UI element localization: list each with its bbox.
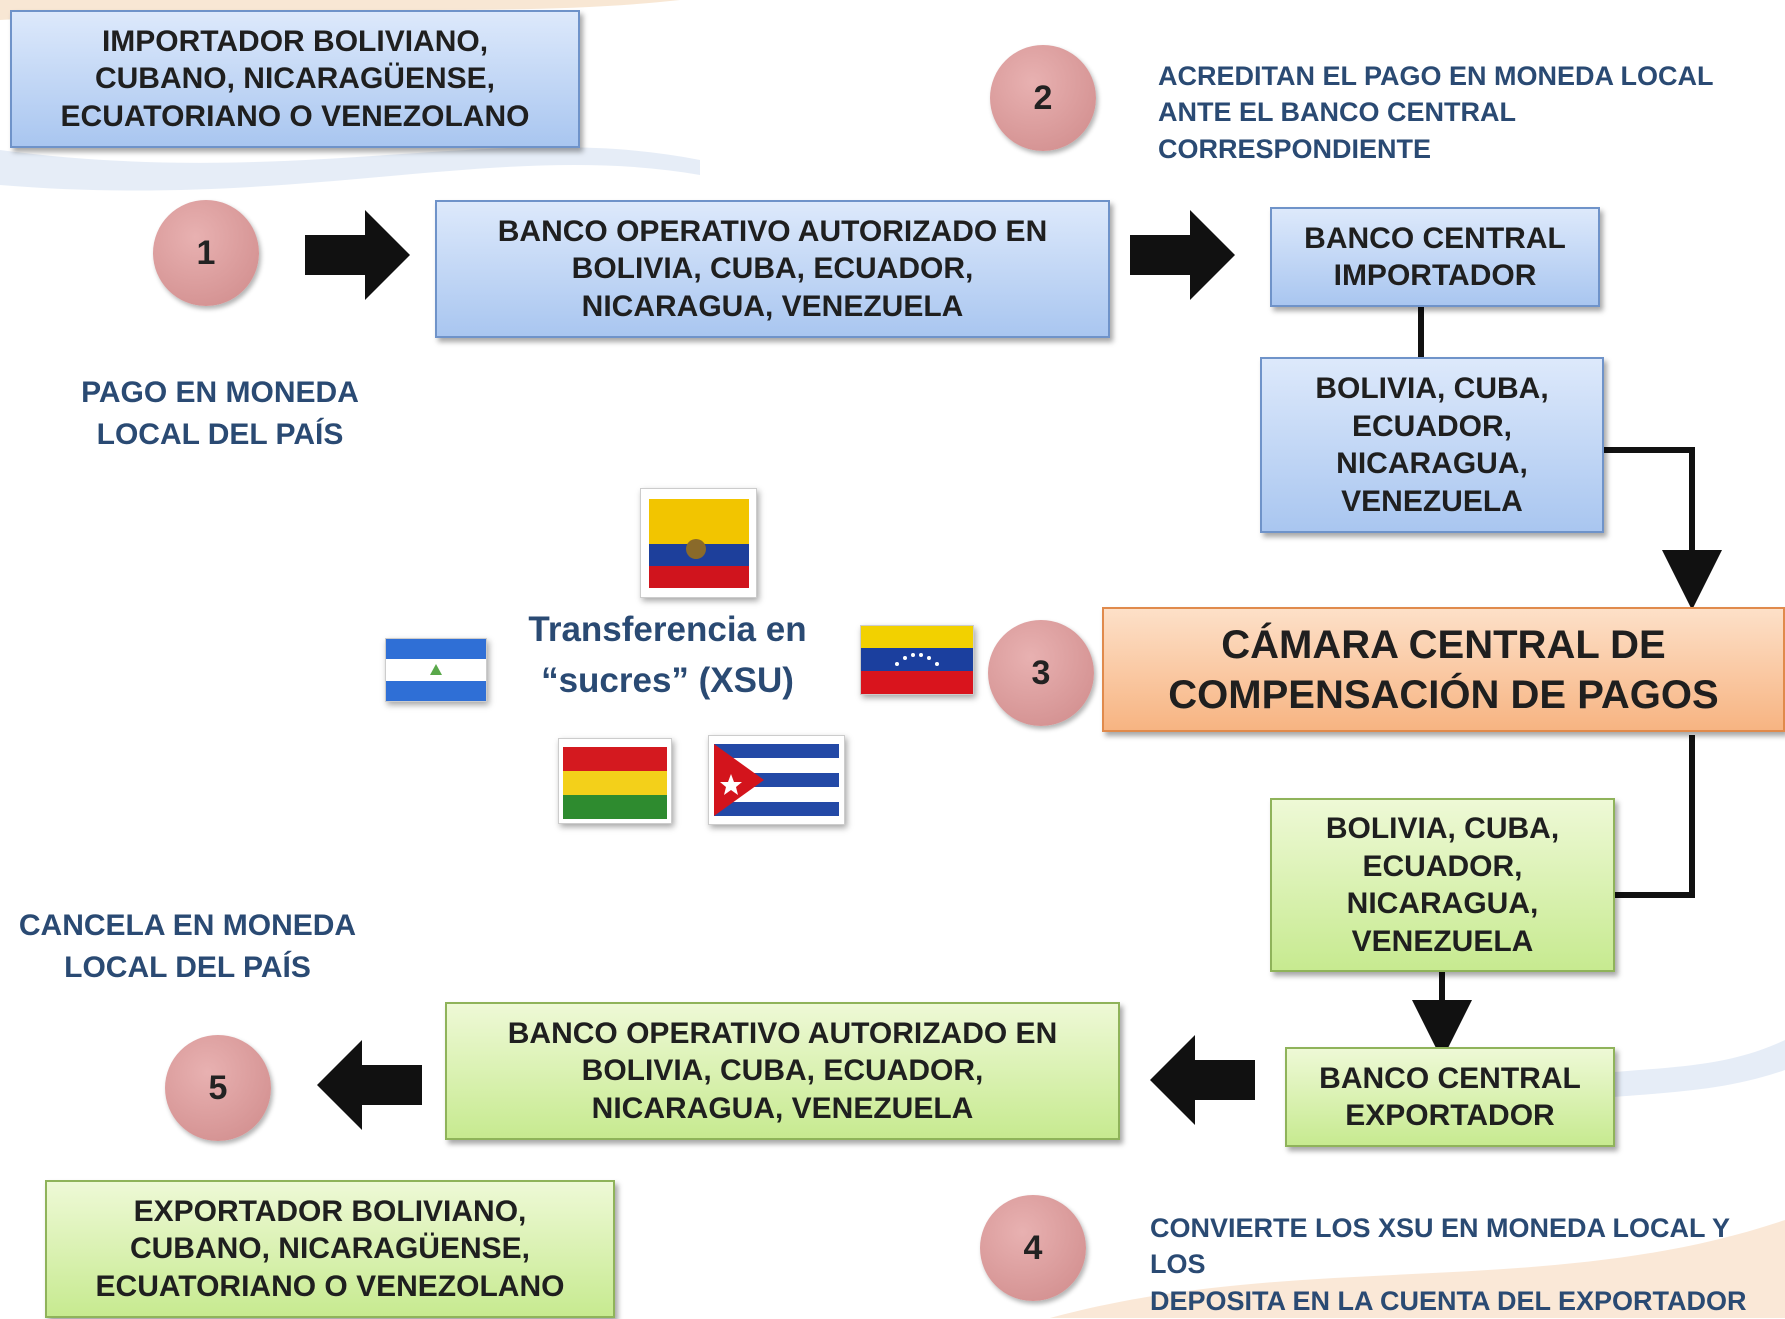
countries-blue-box: BOLIVIA, CUBA, ECUADOR, NICARAGUA, VENEZ… [1260,357,1604,533]
ecuador-flag [640,488,757,598]
connector-camara-to-countries [1615,735,1695,898]
step-2-circle: 2 [990,45,1096,151]
venezuela-flag [860,625,974,695]
countries-green-label: BOLIVIA, CUBA, ECUADOR, NICARAGUA, VENEZ… [1325,812,1560,958]
step-5-circle: 5 [165,1035,271,1141]
exporter-label: EXPORTADOR BOLIVIANO, CUBANO, NICARAGÜEN… [95,1194,565,1303]
note-step-2: ACREDITAN EL PAGO EN MONEDA LOCAL ANTE E… [1158,61,1714,164]
step-3-circle: 3 [988,620,1094,726]
cuba-flag [708,735,845,825]
central-bank-exporter-label: BANCO CENTRAL EXPORTADOR [1319,1061,1581,1133]
central-bank-exporter-box: BANCO CENTRAL EXPORTADOR [1285,1047,1615,1147]
step-4-circle: 4 [980,1195,1086,1301]
arrow-right-2 [1130,210,1235,300]
step-4-number: 4 [1023,1228,1043,1267]
countries-blue-label: BOLIVIA, CUBA, ECUADOR, NICARAGUA, VENEZ… [1315,372,1549,518]
connector-countries-to-camara [1604,447,1722,610]
bank-operative-top-label: BANCO OPERATIVO AUTORIZADO EN BOLIVIA, C… [497,214,1048,323]
step-3-number: 3 [1031,653,1051,692]
bolivia-flag [558,738,672,824]
camara-label: CÁMARA CENTRAL DE COMPENSACIÓN DE PAGOS [1168,622,1719,717]
note-step-5: CANCELA EN MONEDA LOCAL DEL PAÍS [18,909,357,984]
note-step-4: CONVIERTE LOS XSU EN MONEDA LOCAL Y LOS … [1150,1213,1747,1316]
step-1-circle: 1 [153,200,259,306]
camara-box: CÁMARA CENTRAL DE COMPENSACIÓN DE PAGOS [1102,607,1785,732]
note-transfer: Transferencia en “sucres” (XSU) [528,610,807,700]
step-5-number: 5 [208,1068,228,1107]
importer-box: IMPORTADOR BOLIVIANO, CUBANO, NICARAGÜEN… [10,10,580,148]
step-1-number: 1 [196,233,216,272]
importer-label: IMPORTADOR BOLIVIANO, CUBANO, NICARAGÜEN… [60,24,530,133]
note-step-1: PAGO EN MONEDA LOCAL DEL PAÍS [81,376,359,451]
countries-green-box: BOLIVIA, CUBA, ECUADOR, NICARAGUA, VENEZ… [1270,798,1615,972]
step-2-number: 2 [1033,78,1053,117]
arrow-left-1 [1150,1035,1255,1125]
nicaragua-flag [385,638,487,702]
central-bank-importer-box: BANCO CENTRAL IMPORTADOR [1270,207,1600,307]
arrow-left-2 [317,1040,422,1130]
bank-operative-top-box: BANCO OPERATIVO AUTORIZADO EN BOLIVIA, C… [435,200,1110,338]
arrow-right-1 [305,210,410,300]
bank-operative-bottom-box: BANCO OPERATIVO AUTORIZADO EN BOLIVIA, C… [445,1002,1120,1140]
exporter-box: EXPORTADOR BOLIVIANO, CUBANO, NICARAGÜEN… [45,1180,615,1318]
central-bank-importer-label: BANCO CENTRAL IMPORTADOR [1304,221,1566,293]
bank-operative-bottom-label: BANCO OPERATIVO AUTORIZADO EN BOLIVIA, C… [507,1016,1058,1125]
